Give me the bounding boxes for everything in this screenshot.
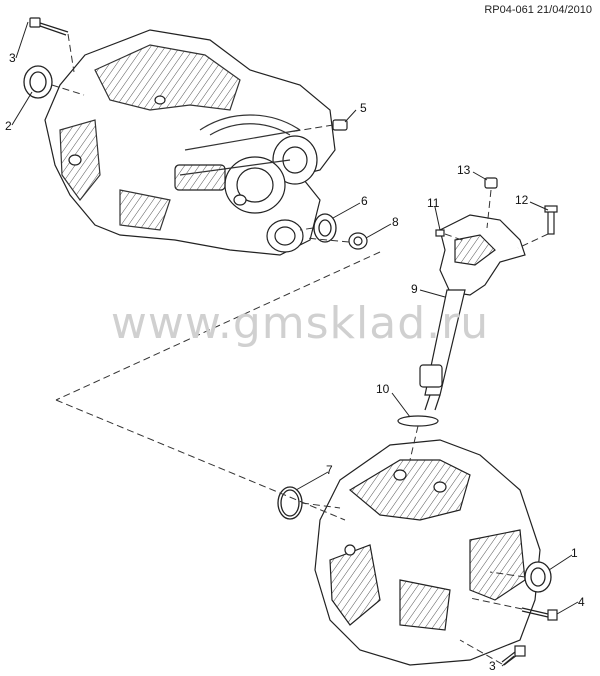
callout-8: 8 [392, 215, 399, 229]
callout-2: 2 [5, 119, 12, 133]
callout-6: 6 [361, 194, 368, 208]
plug-8 [348, 232, 368, 250]
callout-13: 13 [457, 163, 471, 177]
callout-12: 12 [515, 193, 529, 207]
leader-lines [11, 21, 579, 667]
upper-case-half [44, 29, 336, 256]
callout-7: 7 [326, 463, 333, 477]
callout-10: 10 [376, 382, 390, 396]
callout-11: 11 [427, 196, 440, 210]
callout-3-top: 3 [9, 51, 16, 65]
lower-case-half [314, 439, 541, 666]
callout-5: 5 [360, 101, 367, 115]
callout-labels: 3 2 5 6 8 13 11 12 9 10 7 1 4 3 [5, 51, 585, 673]
watermark-text: www.gmsklad.ru [110, 298, 490, 349]
alignment-lines [51, 33, 549, 665]
lower-bolt-3 [501, 645, 526, 666]
o-ring-7 [277, 486, 303, 520]
upper-bolt-3 [29, 17, 69, 36]
seal-1 [524, 561, 552, 593]
callout-1: 1 [571, 546, 578, 560]
reference-code: RP04-061 21/04/2010 [484, 4, 592, 16]
shift-shaft-assembly [397, 177, 558, 427]
seal-2 [23, 65, 53, 99]
bearing-6 [313, 213, 337, 243]
callout-3-bottom: 3 [489, 659, 496, 673]
callout-9: 9 [411, 282, 418, 296]
callout-4: 4 [578, 595, 585, 609]
bolt-4 [521, 607, 558, 621]
